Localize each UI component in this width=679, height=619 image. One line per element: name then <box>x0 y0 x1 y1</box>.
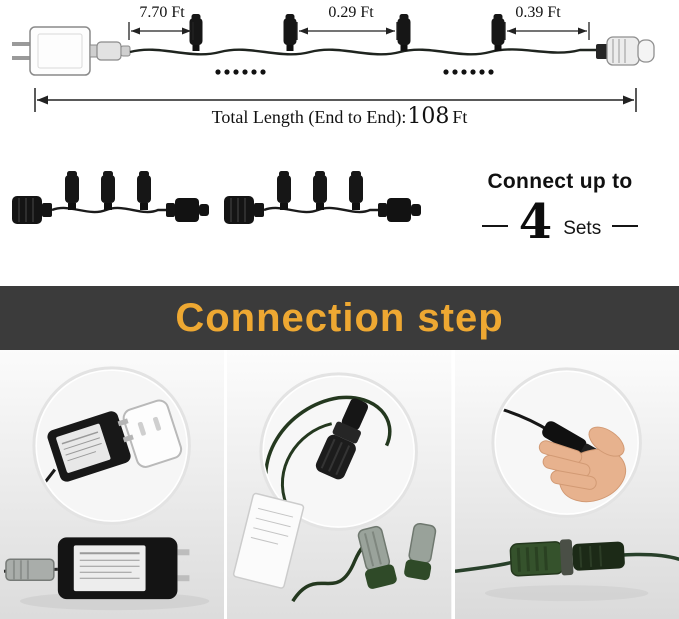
adapter-product-shot <box>3 537 210 611</box>
dimension-lines <box>34 22 637 112</box>
joined-connector-product-shot <box>454 539 679 602</box>
banner-title: Connection step <box>175 295 504 340</box>
photo-step-1 <box>0 350 225 619</box>
photo-step-2 <box>227 350 452 619</box>
connect-up-to-block: Connect up to 4 Sets <box>450 170 670 250</box>
cord-segment-right <box>224 171 421 224</box>
left-dash-rule <box>481 224 508 227</box>
dimension-label-end-gap: 0.39 Ft <box>515 4 561 21</box>
sets-row: 4 Sets <box>450 194 670 250</box>
light-string-wire <box>129 48 598 56</box>
sets-word: Sets <box>563 217 602 239</box>
hand-closeup-inset <box>495 371 638 514</box>
connector-pair-photo <box>227 350 452 619</box>
cord-segment-left <box>12 171 209 224</box>
right-dash-rule <box>612 224 639 227</box>
end-connector-icon <box>596 36 655 66</box>
dimension-label-adapter-gap: 7.70 Ft <box>139 4 185 21</box>
cord-product-shot <box>233 492 437 603</box>
string-light-diagram <box>12 14 655 112</box>
power-adapter-icon <box>12 26 131 76</box>
total-length-text: Total Length (End to End): <box>211 107 407 127</box>
connect-up-to-text: Connect up to <box>487 170 633 193</box>
total-length-value: 108 <box>407 104 450 129</box>
connect-sets-section: Connect up to 4 Sets <box>0 140 679 286</box>
photo-step-3 <box>454 350 679 619</box>
dimension-arrowheads <box>37 27 634 105</box>
hands-connecting-photo <box>454 350 679 619</box>
total-length-unit: Ft <box>452 107 468 127</box>
dimension-label-bulb-spacing: 0.29 Ft <box>328 4 374 21</box>
continuation-dots <box>215 69 494 75</box>
adapter-plug-photo <box>0 350 225 619</box>
connection-step-photos <box>0 350 679 619</box>
adapter-closeup-inset <box>36 370 187 521</box>
sets-count: 4 <box>518 194 553 250</box>
length-diagram: 7.70 Ft 0.29 Ft 0.39 Ft Total Length (En… <box>0 0 679 140</box>
connection-step-banner: Connection step <box>0 286 679 350</box>
